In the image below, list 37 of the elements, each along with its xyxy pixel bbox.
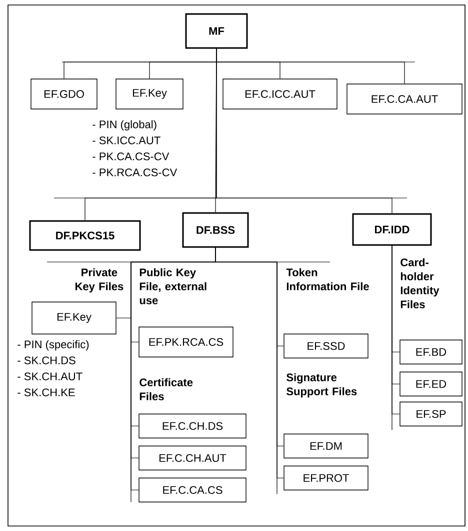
file-box: EF.C.CH.AUT xyxy=(138,446,246,470)
file-box: EF.C.CA.CS xyxy=(138,478,246,502)
node-label: - PIN (specific) xyxy=(18,340,89,350)
connector-line xyxy=(392,245,400,414)
group-heading: Token Information File xyxy=(286,268,369,290)
bullet-list: - PIN (global) - SK.ICC.AUT - PK.CA.CS-CV - PK.RCA.CS-CV xyxy=(92,120,178,176)
node-label: - PK.CA.CS-CV xyxy=(92,152,170,160)
directory-box: DF.BSS xyxy=(182,212,249,248)
group-heading: Signature Support Files xyxy=(286,373,357,398)
file-box: EF.DM xyxy=(284,434,368,458)
file-box: EF.Key xyxy=(32,302,116,334)
file-box: EF.BD xyxy=(400,340,462,364)
file-box: EF.C.CH.DS xyxy=(138,414,246,438)
file-box: EF.SSD xyxy=(284,334,368,358)
node-label: - SK.ICC.AUT xyxy=(92,136,160,144)
file-box: EF.Key xyxy=(116,78,184,110)
group-heading: Certificate Files xyxy=(140,378,193,400)
file-box: EF.ED xyxy=(400,372,462,396)
file-box: EF.PROT xyxy=(284,466,368,490)
group-heading: Public Key File, external use xyxy=(140,268,206,304)
directory-box: DF.IDD xyxy=(352,213,432,246)
file-box: EF.C.CA.AUT xyxy=(346,84,462,114)
directory-box: MF xyxy=(185,13,248,49)
node-label: - PIN (global) xyxy=(92,120,156,130)
group-heading: Private Key Files xyxy=(75,268,124,292)
file-box: EF.SP xyxy=(400,402,462,426)
node-label: - PK.RCA.CS-CV xyxy=(92,168,178,176)
file-box: EF.C.ICC.AUT xyxy=(222,78,338,110)
directory-box: DF.PKCS15 xyxy=(29,220,141,251)
group-heading: Card-holder Identity Files xyxy=(400,258,440,308)
node-label: - SK.CH.AUT xyxy=(18,372,82,380)
bullet-list: - PIN (specific) - SK.CH.DS - SK.CH.AUT - SK.CH.KE xyxy=(18,340,89,396)
node-label: - SK.CH.KE xyxy=(18,388,75,396)
connector-line xyxy=(216,48,392,214)
file-box: EF.GDO xyxy=(30,78,98,110)
file-box: EF.PK.RCA.CS xyxy=(138,326,234,358)
node-label: - SK.CH.DS xyxy=(18,356,76,364)
